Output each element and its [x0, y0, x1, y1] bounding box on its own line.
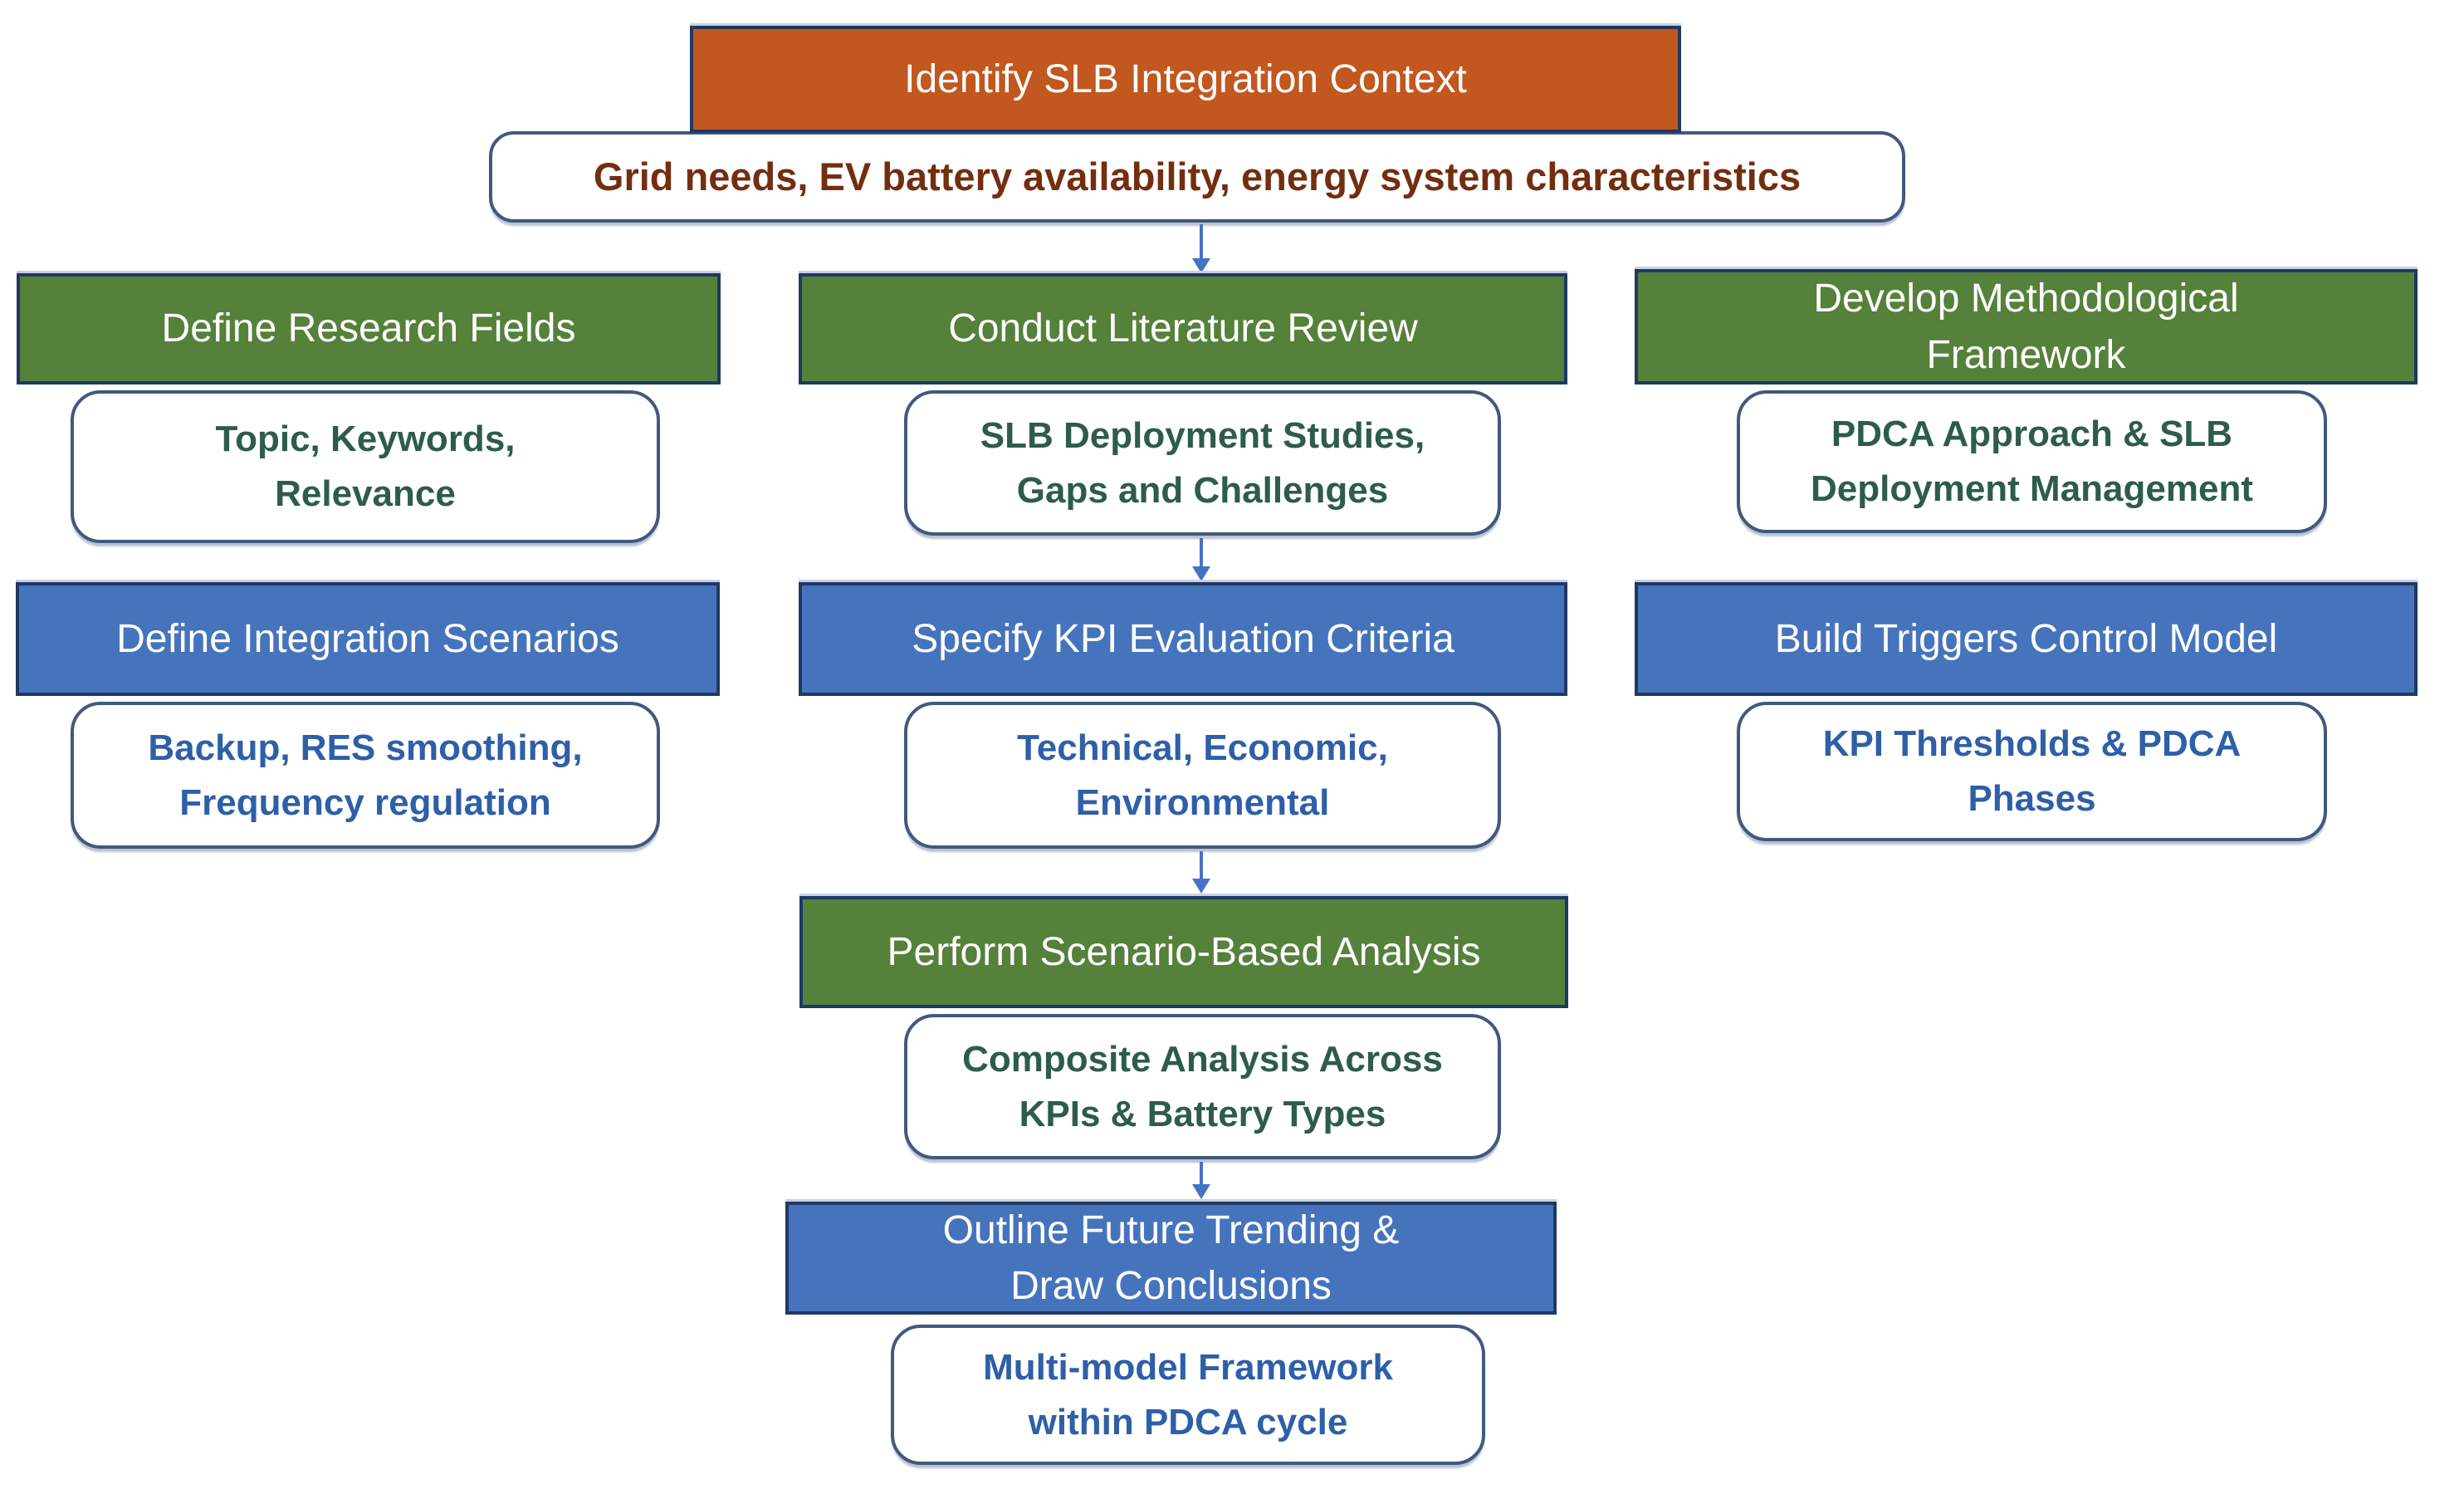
- flow-arrow-down-icon-1: [1200, 224, 1203, 259]
- define-research-fields-detail: Topic, Keywords, Relevance: [215, 419, 516, 514]
- develop-methodological-framework-detail-box: PDCA Approach & SLB Deployment Managemen…: [1737, 390, 2327, 533]
- perform-scenario-based-analysis-detail-box: Composite Analysis Across KPIs & Battery…: [904, 1014, 1501, 1159]
- identify-context-detail-box: Grid needs, EV battery availability, ene…: [489, 131, 1905, 223]
- define-integration-scenarios-header: Define Integration Scenarios: [16, 582, 720, 696]
- define-research-fields-title: Define Research Fields: [161, 306, 576, 351]
- specify-kpi-evaluation-criteria-header: Specify KPI Evaluation Criteria: [799, 582, 1567, 696]
- build-triggers-control-model-header: Build Triggers Control Model: [1635, 582, 2418, 696]
- define-research-fields-header: Define Research Fields: [17, 273, 721, 384]
- specify-kpi-evaluation-criteria-detail-box: Technical, Economic, Environmental: [904, 702, 1501, 849]
- define-integration-scenarios-detail-box: Backup, RES smoothing, Frequency regulat…: [71, 702, 660, 849]
- perform-scenario-based-analysis-header: Perform Scenario-Based Analysis: [799, 896, 1568, 1008]
- flow-arrow-down-icon-2: [1200, 538, 1203, 567]
- perform-scenario-based-analysis-title: Perform Scenario-Based Analysis: [887, 929, 1481, 974]
- outline-future-trending-title: Outline Future Trending & Draw Conclusio…: [942, 1207, 1400, 1308]
- identify-context-header: Identify SLB Integration Context: [690, 26, 1681, 133]
- build-triggers-control-model-detail: KPI Thresholds & PDCA Phases: [1822, 723, 2242, 819]
- specify-kpi-evaluation-criteria-detail: Technical, Economic, Environmental: [1017, 727, 1388, 823]
- develop-methodological-framework-detail: PDCA Approach & SLB Deployment Managemen…: [1811, 414, 2253, 509]
- identify-context-title: Identify SLB Integration Context: [904, 56, 1467, 101]
- conduct-literature-review-header: Conduct Literature Review: [799, 273, 1567, 384]
- identify-context-detail: Grid needs, EV battery availability, ene…: [593, 154, 1802, 198]
- conduct-literature-review-detail-box: SLB Deployment Studies, Gaps and Challen…: [904, 390, 1501, 536]
- outline-future-trending-detail-box: Multi-model Framework within PDCA cycle: [891, 1325, 1485, 1465]
- define-integration-scenarios-detail: Backup, RES smoothing, Frequency regulat…: [148, 727, 583, 823]
- develop-methodological-framework-title: Develop Methodological Framework: [1813, 277, 2239, 377]
- define-research-fields-detail-box: Topic, Keywords, Relevance: [71, 390, 660, 543]
- outline-future-trending-detail: Multi-model Framework within PDCA cycle: [983, 1346, 1393, 1442]
- flow-arrow-down-icon-3: [1200, 851, 1203, 879]
- outline-future-trending-header: Outline Future Trending & Draw Conclusio…: [785, 1202, 1557, 1315]
- conduct-literature-review-title: Conduct Literature Review: [948, 306, 1418, 351]
- define-integration-scenarios-title: Define Integration Scenarios: [116, 616, 619, 661]
- build-triggers-control-model-title: Build Triggers Control Model: [1774, 616, 2278, 661]
- perform-scenario-based-analysis-detail: Composite Analysis Across KPIs & Battery…: [962, 1038, 1443, 1134]
- conduct-literature-review-detail: SLB Deployment Studies, Gaps and Challen…: [980, 414, 1425, 511]
- flow-arrow-down-icon-4: [1200, 1162, 1203, 1185]
- build-triggers-control-model-detail-box: KPI Thresholds & PDCA Phases: [1737, 702, 2327, 841]
- develop-methodological-framework-header: Develop Methodological Framework: [1635, 269, 2418, 384]
- specify-kpi-evaluation-criteria-title: Specify KPI Evaluation Criteria: [912, 616, 1454, 661]
